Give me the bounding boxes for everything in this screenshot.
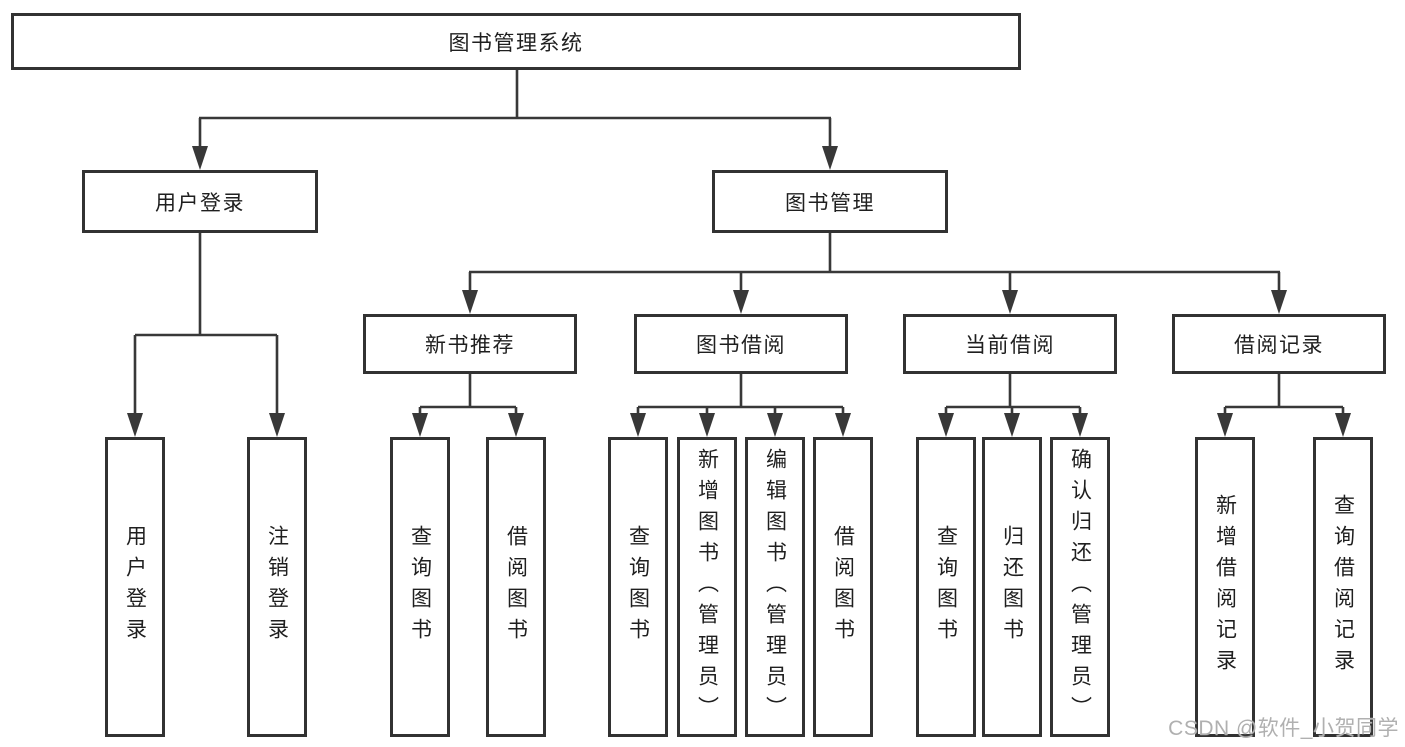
csdn-watermark: CSDN @软件_小贺同学	[1168, 717, 1399, 740]
node-borrowing-records: 借阅记录	[1172, 314, 1386, 374]
leaf-edit-books-admin-label: 编辑图书（管理员）	[763, 447, 787, 727]
leaf-user-login-label: 用户登录	[123, 525, 147, 649]
leaf-logout: 注销登录	[247, 437, 307, 737]
node-book-borrowing: 图书借阅	[634, 314, 848, 374]
node-library-system: 图书管理系统	[11, 13, 1021, 70]
leaf-confirm-return-admin: 确认归还（管理员）	[1050, 437, 1110, 737]
leaf-logout-label: 注销登录	[265, 525, 289, 649]
node-new-book-recommendation-label: 新书推荐	[425, 334, 515, 357]
node-book-management: 图书管理	[712, 170, 948, 233]
node-current-borrowing: 当前借阅	[903, 314, 1117, 374]
leaf-borrow-books: 借阅图书	[813, 437, 873, 737]
leaf-confirm-return-admin-label: 确认归还（管理员）	[1068, 447, 1092, 727]
leaf-recommend-borrow-books-label: 借阅图书	[504, 525, 528, 649]
leaf-add-books-admin-label: 新增图书（管理员）	[695, 447, 719, 727]
leaf-recommend-borrow-books: 借阅图书	[486, 437, 546, 737]
leaf-borrow-query-books-label: 查询图书	[626, 525, 650, 649]
leaf-user-login: 用户登录	[105, 437, 165, 737]
node-user-login: 用户登录	[82, 170, 318, 233]
leaf-borrow-books-label: 借阅图书	[831, 525, 855, 649]
node-book-borrowing-label: 图书借阅	[696, 334, 786, 357]
leaf-query-borrow-record-label: 查询借阅记录	[1331, 494, 1355, 680]
node-new-book-recommendation: 新书推荐	[363, 314, 577, 374]
leaf-recommend-query-books: 查询图书	[390, 437, 450, 737]
leaf-add-books-admin: 新增图书（管理员）	[677, 437, 737, 737]
leaf-add-borrow-record: 新增借阅记录	[1195, 437, 1255, 737]
leaf-recommend-query-books-label: 查询图书	[408, 525, 432, 649]
leaf-return-books: 归还图书	[982, 437, 1042, 737]
leaf-current-query-books-label: 查询图书	[934, 525, 958, 649]
node-library-system-label: 图书管理系统	[448, 31, 584, 55]
leaf-add-borrow-record-label: 新增借阅记录	[1213, 494, 1237, 680]
leaf-return-books-label: 归还图书	[1000, 525, 1024, 649]
leaf-query-borrow-record: 查询借阅记录	[1313, 437, 1373, 737]
node-borrowing-records-label: 借阅记录	[1234, 334, 1324, 357]
leaf-current-query-books: 查询图书	[916, 437, 976, 737]
leaf-edit-books-admin: 编辑图书（管理员）	[745, 437, 805, 737]
node-current-borrowing-label: 当前借阅	[965, 334, 1055, 357]
node-user-login-label: 用户登录	[155, 191, 245, 215]
leaf-borrow-query-books: 查询图书	[608, 437, 668, 737]
node-book-management-label: 图书管理	[785, 191, 875, 215]
